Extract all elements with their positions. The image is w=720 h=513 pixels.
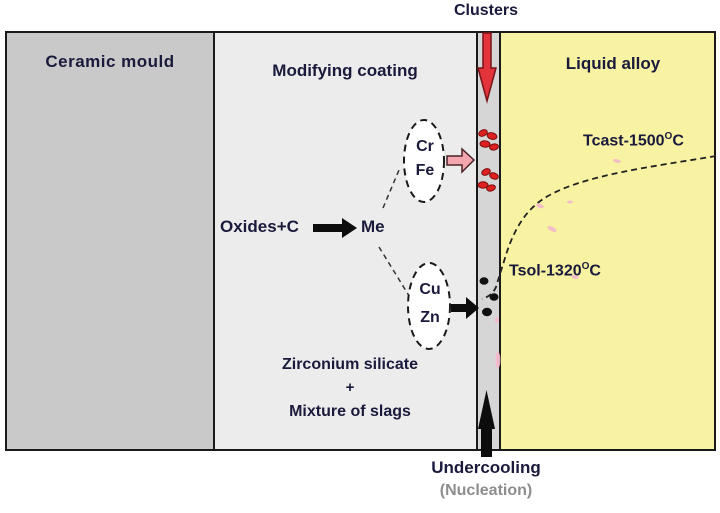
modifying-coating-region [215,33,476,449]
oxides-text: Oxides+ [220,217,287,236]
carbon-text: C [286,217,299,236]
tcast-temperature-label: Tcast-1500OC [583,131,684,150]
liquid-alloy-region [501,33,714,449]
liquid-alloy-label: Liquid alloy [565,54,661,73]
cu-element-label: Cu [419,281,441,298]
tsol-unit: C [589,262,601,280]
me-product-label: Me [361,217,385,236]
oxides-reactant-label: Oxides+C [220,217,299,237]
ceramic-mould-label: Ceramic mould [45,52,175,71]
undercooling-label: Undercooling [431,458,541,477]
tcast-degree-sup: O [664,131,673,142]
clusters-label: Clusters [453,2,519,19]
ceramic-mould-region [7,33,215,449]
zn-element-label: Zn [420,309,440,326]
nucleation-label: (Nucleation) [439,482,533,499]
tcast-text: Tcast-1500 [583,132,665,150]
plus-label: + [345,379,355,396]
tsol-temperature-label: Tsol-1320OC [509,261,601,280]
fe-element-label: Fe [415,162,435,179]
cr-element-label: Cr [416,138,434,155]
tsol-text: Tsol-1320 [509,262,582,280]
zirconium-silicate-label: Zirconium silicate [281,356,419,373]
mixture-of-slags-label: Mixture of slags [289,403,411,420]
interface-strip-region [476,33,501,449]
tcast-unit: C [672,132,684,150]
modifying-coating-label: Modifying coating [272,61,418,80]
